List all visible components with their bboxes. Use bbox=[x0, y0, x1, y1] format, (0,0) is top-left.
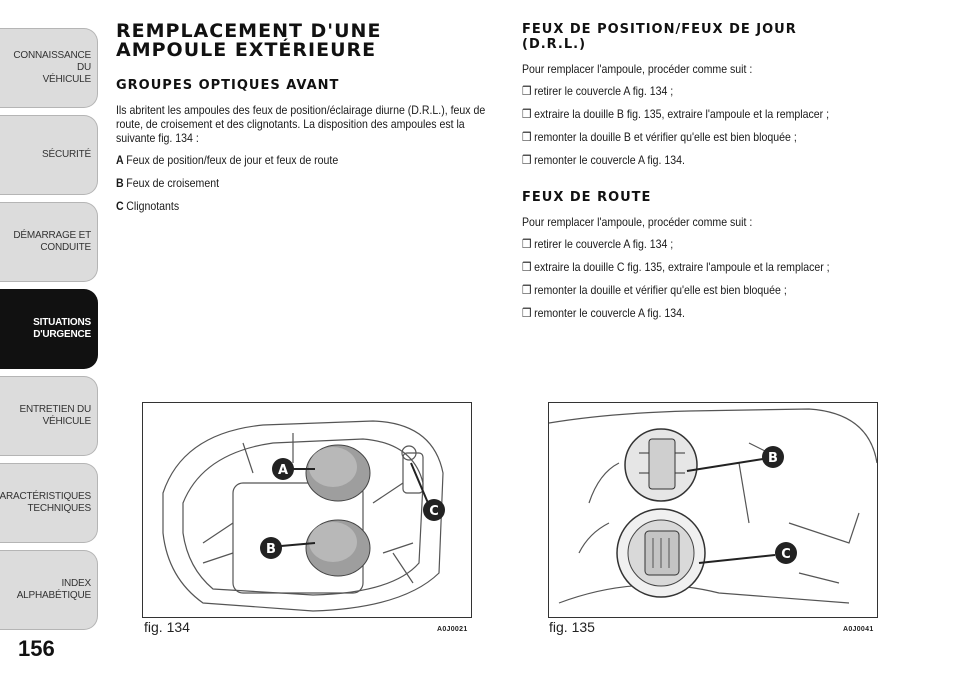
step-item: ❒remonter le couvercle A fig. 134. bbox=[522, 306, 918, 320]
section1-intro: Pour remplacer l'ampoule, procéder comme… bbox=[522, 62, 753, 76]
step-item: ❒retirer le couvercle A fig. 134 ; bbox=[522, 84, 918, 98]
callout-c: C bbox=[775, 542, 797, 564]
section-title-groupes-optiques: GROUPES OPTIQUES AVANT bbox=[116, 78, 340, 93]
step-item: ❒remonter la douille B et vérifier qu'el… bbox=[522, 130, 918, 144]
step-text: extraire la douille B fig. 135, extraire… bbox=[534, 107, 830, 121]
figure-134: A B C bbox=[142, 402, 472, 618]
section2-intro: Pour remplacer l'ampoule, procéder comme… bbox=[522, 215, 753, 229]
figure-caption: fig. 134 bbox=[144, 619, 190, 635]
tab-demarrage-conduite[interactable]: DÉMARRAGE ET CONDUITE bbox=[0, 202, 98, 282]
tab-situations-urgence[interactable]: SITUATIONS D'URGENCE bbox=[0, 289, 98, 369]
checkbox-bullet-icon: ❒ bbox=[522, 130, 532, 144]
section-title-feux-route: FEUX DE ROUTE bbox=[522, 190, 652, 205]
intro-paragraph: Ils abritent les ampoules des feux de po… bbox=[116, 103, 486, 145]
checkbox-bullet-icon: ❒ bbox=[522, 237, 532, 251]
step-text: retirer le couvercle A fig. 134 ; bbox=[534, 237, 674, 251]
step-item: ❒remonter le couvercle A fig. 134. bbox=[522, 153, 918, 167]
checkbox-bullet-icon: ❒ bbox=[522, 260, 532, 274]
bulb-cover-a bbox=[305, 444, 371, 502]
section-title-feux-position: FEUX DE POSITION/FEUX DE JOUR (D.R.L.) bbox=[522, 22, 797, 52]
legend-key: A bbox=[116, 153, 124, 167]
figure-code: A0J0021 bbox=[437, 626, 468, 633]
page-number: 156 bbox=[18, 636, 55, 661]
socket-c bbox=[616, 508, 706, 598]
socket-b bbox=[624, 428, 698, 502]
figure-caption: fig. 135 bbox=[549, 619, 595, 635]
legend-text: Clignotants bbox=[126, 199, 180, 213]
callout-label: A bbox=[278, 463, 288, 478]
callout-a: A bbox=[272, 458, 294, 480]
figure-135: B C bbox=[548, 402, 878, 618]
step-text: retirer le couvercle A fig. 134 ; bbox=[534, 84, 674, 98]
checkbox-bullet-icon: ❒ bbox=[522, 153, 532, 167]
tab-caracteristiques-techniques[interactable]: CARACTÉRISTIQUES TECHNIQUES bbox=[0, 463, 98, 543]
headlight-rear-illustration: A B C bbox=[162, 420, 445, 612]
checkbox-bullet-icon: ❒ bbox=[522, 306, 532, 320]
legend-text: Feux de position/feux de jour et feux de… bbox=[126, 153, 339, 167]
step-text: remonter le couvercle A fig. 134. bbox=[534, 306, 685, 320]
left-column: REMPLACEMENT D'UNE AMPOULE EXTÉRIEURE GR… bbox=[116, 22, 506, 222]
callout-label: B bbox=[768, 451, 778, 466]
checkbox-bullet-icon: ❒ bbox=[522, 107, 532, 121]
tab-connaissance-vehicule[interactable]: CONNAISSANCE DU VÉHICULE bbox=[0, 28, 98, 108]
legend-key: B bbox=[116, 176, 124, 190]
step-text: remonter la douille et vérifier qu'elle … bbox=[534, 283, 787, 297]
step-item: ❒remonter la douille et vérifier qu'elle… bbox=[522, 283, 918, 297]
step-text: remonter le couvercle A fig. 134. bbox=[534, 153, 685, 167]
callout-label: C bbox=[781, 547, 791, 562]
callout-b: B bbox=[260, 537, 282, 559]
checkbox-bullet-icon: ❒ bbox=[522, 84, 532, 98]
step-item: ❒extraire la douille C fig. 135, extrair… bbox=[522, 260, 918, 274]
step-item: ❒retirer le couvercle A fig. 134 ; bbox=[522, 237, 918, 251]
tab-securite[interactable]: SÉCURITÉ bbox=[0, 115, 98, 195]
checkbox-bullet-icon: ❒ bbox=[522, 283, 532, 297]
callout-label: C bbox=[429, 504, 439, 519]
step-text: remonter la douille B et vérifier qu'ell… bbox=[534, 130, 797, 144]
page-title: REMPLACEMENT D'UNE AMPOULE EXTÉRIEURE bbox=[116, 20, 382, 61]
bulb-socket-illustration: B C bbox=[549, 408, 877, 604]
step-item: ❒extraire la douille B fig. 135, extrair… bbox=[522, 107, 918, 121]
right-column: FEUX DE POSITION/FEUX DE JOUR (D.R.L.) P… bbox=[522, 22, 922, 329]
tab-index-alphabetique[interactable]: INDEX ALPHABÉTIQUE bbox=[0, 550, 98, 630]
tab-entretien-vehicule[interactable]: ENTRETIEN DU VÉHICULE bbox=[0, 376, 98, 456]
legend-key: C bbox=[116, 199, 124, 213]
callout-label: B bbox=[266, 542, 276, 557]
callout-c: C bbox=[423, 499, 445, 521]
figure-code: A0J0041 bbox=[843, 626, 874, 633]
legend-text: Feux de croisement bbox=[126, 176, 220, 190]
step-text: extraire la douille C fig. 135, extraire… bbox=[534, 260, 830, 274]
callout-b: B bbox=[762, 446, 784, 468]
bulb-cover-b bbox=[305, 519, 371, 577]
